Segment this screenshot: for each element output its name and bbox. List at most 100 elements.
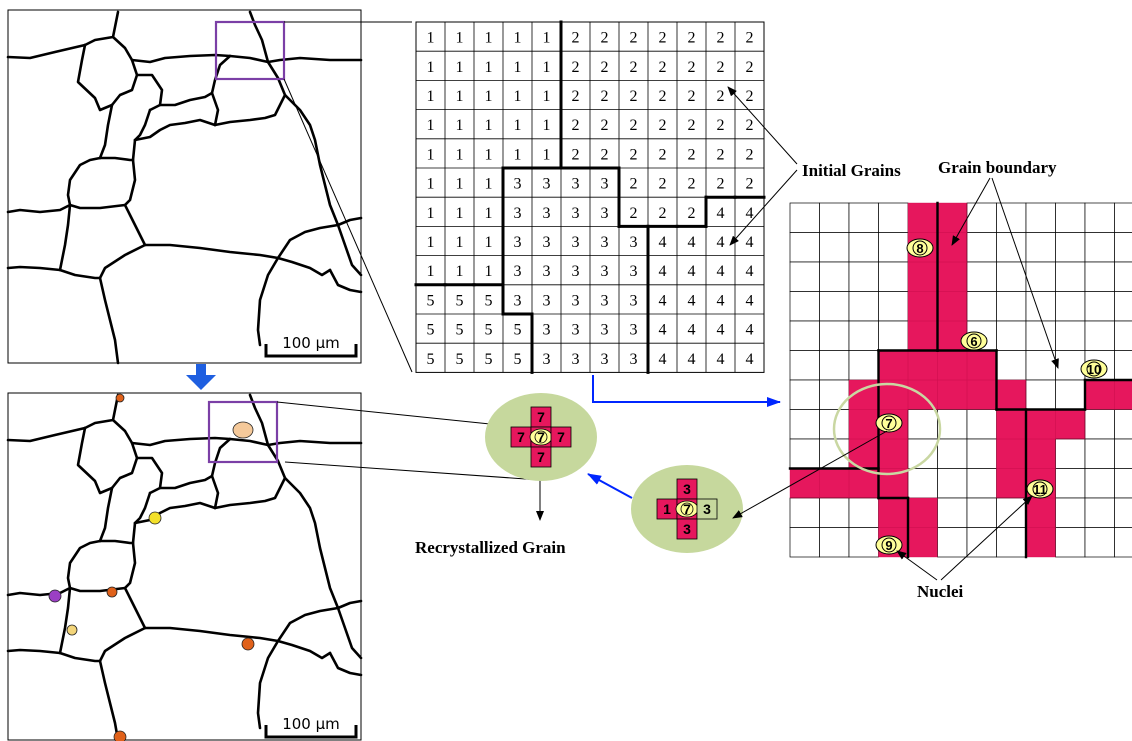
ca-cell bbox=[819, 438, 850, 469]
grid-cell-value: 4 bbox=[659, 234, 667, 251]
grid-cell-value: 1 bbox=[427, 59, 435, 76]
grid-cell-value: 4 bbox=[688, 263, 696, 280]
flow-arrows bbox=[587, 375, 781, 499]
ca-cell bbox=[789, 320, 820, 351]
ca-cell bbox=[1084, 202, 1115, 233]
grid-cell-value: 5 bbox=[485, 322, 493, 339]
grid-cell-value: 2 bbox=[572, 59, 580, 76]
grid-cell-value: 5 bbox=[456, 322, 464, 339]
label-recrystallized-grain: Recrystallized Grain bbox=[415, 538, 566, 557]
recrystallized-cell bbox=[937, 262, 967, 292]
label-initial-grains: Initial Grains bbox=[802, 161, 901, 180]
grid-cell-value: 3 bbox=[601, 292, 609, 309]
recrystallized-cell bbox=[908, 498, 938, 528]
recrystallized-cell bbox=[819, 468, 849, 498]
ca-cell bbox=[966, 202, 997, 233]
ca-cell bbox=[1055, 202, 1086, 233]
label-grain-boundary: Grain boundary bbox=[938, 158, 1057, 177]
grid-cell-value: 2 bbox=[630, 30, 638, 47]
ca-cell bbox=[789, 350, 820, 381]
grid-cell-value: 2 bbox=[601, 59, 609, 76]
grid-cell-value: 2 bbox=[630, 59, 638, 76]
grid-cell-value: 4 bbox=[717, 351, 725, 368]
grid-cell-value: 3 bbox=[601, 322, 609, 339]
neighbor-value-bottom: 7 bbox=[537, 449, 545, 465]
grid-cell-value: 3 bbox=[572, 263, 580, 280]
neighbor-cell-bottom bbox=[676, 518, 698, 540]
ca-cell bbox=[996, 527, 1027, 558]
grid-cell-value: 4 bbox=[717, 234, 725, 251]
grid-cell-value: 1 bbox=[514, 30, 522, 47]
nucleus-id: 6 bbox=[970, 334, 977, 349]
ca-cell bbox=[1084, 291, 1115, 322]
recrystallized-cell bbox=[908, 262, 938, 292]
grid-cell-value: 3 bbox=[572, 292, 580, 309]
grid-cell-value: 1 bbox=[427, 205, 435, 222]
grid-cell-value: 2 bbox=[659, 117, 667, 134]
grid-cell-value: 4 bbox=[688, 322, 696, 339]
grid-cell-value: 1 bbox=[427, 88, 435, 105]
ca-cell bbox=[966, 438, 997, 469]
grid-cell-value: 4 bbox=[717, 205, 725, 222]
ca-cell bbox=[966, 261, 997, 292]
ca-cell bbox=[996, 497, 1027, 528]
scale-label-bottom: 100 µm bbox=[282, 715, 340, 733]
recrystallized-cell bbox=[908, 321, 938, 351]
grid-cell-value: 4 bbox=[688, 234, 696, 251]
grid-cell-value: 3 bbox=[543, 205, 551, 222]
grid-cell-value: 2 bbox=[717, 176, 725, 193]
arrow-nuclei-1 bbox=[896, 550, 938, 581]
recrystallized-cell bbox=[849, 409, 879, 439]
ca-cell bbox=[819, 261, 850, 292]
ca-cell bbox=[1055, 291, 1086, 322]
ca-cell bbox=[1084, 409, 1115, 440]
grid-cell-value: 2 bbox=[717, 88, 725, 105]
ca-cell bbox=[848, 232, 879, 263]
grid-cell-value: 2 bbox=[717, 30, 725, 47]
ca-cell bbox=[789, 232, 820, 263]
annotation-arrows bbox=[727, 86, 1059, 581]
grid-cell-value: 2 bbox=[601, 146, 609, 163]
grid-cell-value: 2 bbox=[688, 205, 696, 222]
ca-cell bbox=[819, 527, 850, 558]
grid-cell-value: 3 bbox=[572, 176, 580, 193]
recrystallized-cell bbox=[1085, 380, 1115, 410]
ca-cell bbox=[1114, 497, 1132, 528]
arrow-initial-grains-1 bbox=[727, 86, 798, 165]
grid-cell-value: 2 bbox=[601, 30, 609, 47]
recrystallized-cell bbox=[908, 291, 938, 321]
grid-cell-value: 1 bbox=[456, 205, 464, 222]
ca-cell bbox=[878, 261, 909, 292]
nucleus-marker bbox=[960, 331, 988, 351]
ca-cell bbox=[907, 438, 938, 469]
nucleus-id: 9 bbox=[885, 538, 892, 553]
grid-cell-value: 5 bbox=[456, 292, 464, 309]
grid-cell-value: 5 bbox=[485, 292, 493, 309]
grid-cell-value: 2 bbox=[717, 59, 725, 76]
ca-cell bbox=[1055, 438, 1086, 469]
ca-cell bbox=[1084, 468, 1115, 499]
grid-cell-value: 2 bbox=[688, 30, 696, 47]
grid-cell-value: 2 bbox=[688, 117, 696, 134]
ca-cell bbox=[1055, 379, 1086, 410]
ca-cell bbox=[1084, 438, 1115, 469]
neighbor-cell-bottom bbox=[530, 446, 552, 468]
grain-boundaries-top bbox=[6, 10, 363, 365]
grid-cell-value: 4 bbox=[688, 351, 696, 368]
neighbor-value-bottom: 3 bbox=[683, 521, 691, 537]
bottom-connectors bbox=[276, 401, 544, 521]
grid-cell-value: 1 bbox=[485, 234, 493, 251]
flow-arrow-before-to-after bbox=[587, 473, 633, 499]
ca-cell bbox=[1084, 527, 1115, 558]
ca-cell bbox=[848, 497, 879, 528]
ca-cell bbox=[848, 261, 879, 292]
grid-cell-value: 2 bbox=[688, 59, 696, 76]
grid-cell-value: 2 bbox=[659, 146, 667, 163]
grid-cell-value: 5 bbox=[514, 322, 522, 339]
ca-cell bbox=[937, 409, 968, 440]
grid-cell-value: 1 bbox=[485, 176, 493, 193]
ca-cell bbox=[1055, 261, 1086, 292]
recrystallized-cell bbox=[1026, 498, 1056, 528]
